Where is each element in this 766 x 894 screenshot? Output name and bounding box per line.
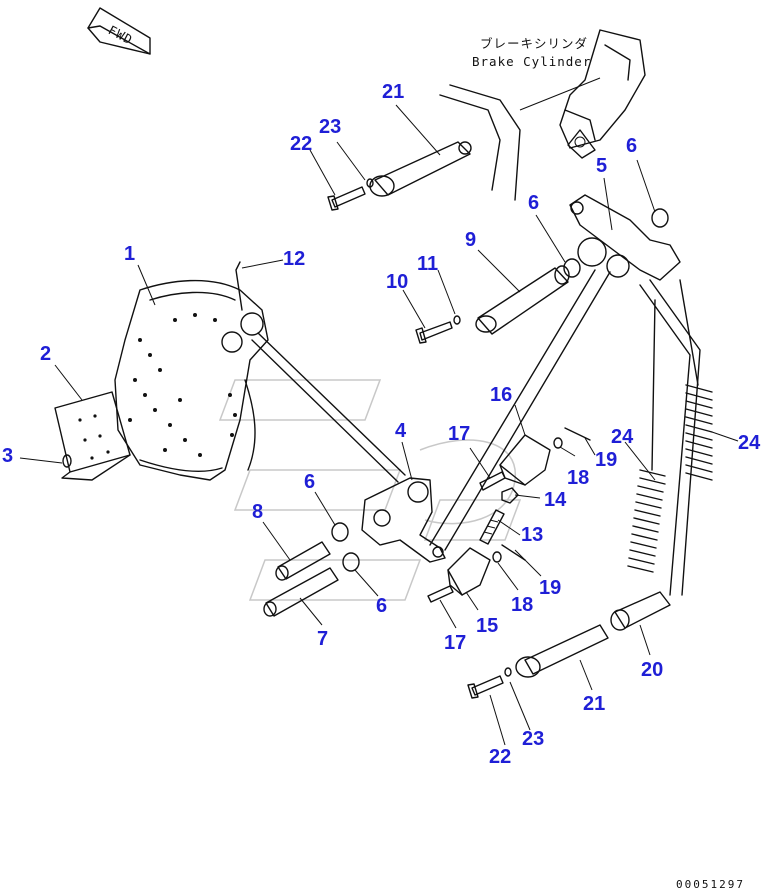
- callout-24: 24: [611, 426, 634, 448]
- callout-23: 23: [522, 728, 544, 750]
- spring-pin-19-lower: [501, 544, 526, 561]
- brake-band-rivets: [128, 313, 237, 457]
- rivet: [62, 454, 72, 468]
- pin-21-lower: [515, 624, 609, 678]
- long-link: [429, 269, 596, 546]
- bushing-6-mid: [331, 522, 349, 542]
- callout-6: 6: [376, 595, 387, 617]
- bolt-17-lower: [427, 585, 454, 603]
- lever-arm: [569, 194, 681, 281]
- watermark-logo: [218, 379, 522, 601]
- pin-8: [275, 541, 331, 581]
- bushing-6-top: [651, 208, 669, 228]
- callout-4: 4: [395, 420, 407, 442]
- brake-lever: [361, 477, 446, 563]
- callout-19: 19: [539, 577, 561, 599]
- frame-outline: [449, 84, 521, 201]
- callout-3: 3: [2, 445, 13, 467]
- callout-7: 7: [317, 628, 328, 650]
- spring-24-left: [627, 299, 666, 573]
- brake-cylinder: [519, 29, 646, 159]
- pin-7: [263, 567, 339, 617]
- bolt-22-upper: [327, 178, 374, 211]
- callout-6: 6: [304, 471, 315, 493]
- callout-24: 24: [738, 432, 761, 454]
- callout-11: 11: [417, 253, 438, 275]
- bracket-16: [499, 434, 551, 486]
- callout-13: 13: [521, 524, 543, 546]
- bracket-15: [447, 547, 491, 596]
- bolt-10: [415, 315, 461, 344]
- callout-23: 23: [319, 116, 341, 138]
- nut-14: [501, 487, 519, 504]
- bushing-20: [610, 591, 671, 631]
- callout-19: 19: [595, 449, 617, 471]
- leader-lines: [19, 104, 739, 746]
- bolt-17-upper: [479, 471, 506, 491]
- callout-5: 5: [596, 155, 607, 177]
- callout-9: 9: [465, 229, 476, 251]
- pin-12: [235, 261, 243, 311]
- callout-2: 2: [40, 343, 51, 365]
- callout-16: 16: [490, 384, 512, 406]
- rod-left: [639, 284, 691, 596]
- adjust-bolt-13: [479, 509, 505, 545]
- callout-10: 10: [386, 271, 408, 293]
- callout-14: 14: [544, 489, 567, 511]
- callout-1: 1: [124, 243, 135, 265]
- brake-lining: [54, 391, 131, 481]
- brake-band: [114, 279, 269, 481]
- bushing-6-upper: [563, 258, 581, 278]
- bolt-22-lower: [467, 667, 512, 699]
- callout-18: 18: [567, 467, 589, 489]
- callout-6: 6: [626, 135, 637, 157]
- callout-17: 17: [448, 423, 470, 445]
- reference-number: 00051297: [676, 878, 745, 891]
- pin-21-upper: [369, 141, 472, 197]
- pin-9: [475, 265, 570, 335]
- brake-cylinder-label-jp: ブレーキシリンダ: [480, 36, 588, 51]
- bushing-6-lower: [342, 552, 360, 572]
- washer-18-upper: [553, 437, 563, 449]
- washer-18-lower: [492, 551, 502, 563]
- spring-24-right: [679, 279, 713, 481]
- callout-12: 12: [283, 248, 305, 270]
- fwd-arrow-icon: FWD: [87, 7, 151, 55]
- callout-6: 6: [528, 192, 539, 214]
- callout-17: 17: [444, 632, 466, 654]
- callout-22: 22: [290, 133, 312, 155]
- callout-21: 21: [382, 81, 404, 103]
- callout-20: 20: [641, 659, 663, 681]
- callout-15: 15: [476, 615, 498, 637]
- callout-21: 21: [583, 693, 605, 715]
- brake-cylinder-label-en: Brake Cylinder: [472, 54, 591, 69]
- band-link-rod: [257, 332, 406, 476]
- callout-22: 22: [489, 746, 511, 768]
- spring-pin-19-upper: [564, 427, 591, 441]
- callout-8: 8: [252, 501, 263, 523]
- callout-18: 18: [511, 594, 533, 616]
- callouts: 1 2 3 4 5 6 6 6 6 7 8 9 10 11 12 13 14 1…: [2, 81, 761, 768]
